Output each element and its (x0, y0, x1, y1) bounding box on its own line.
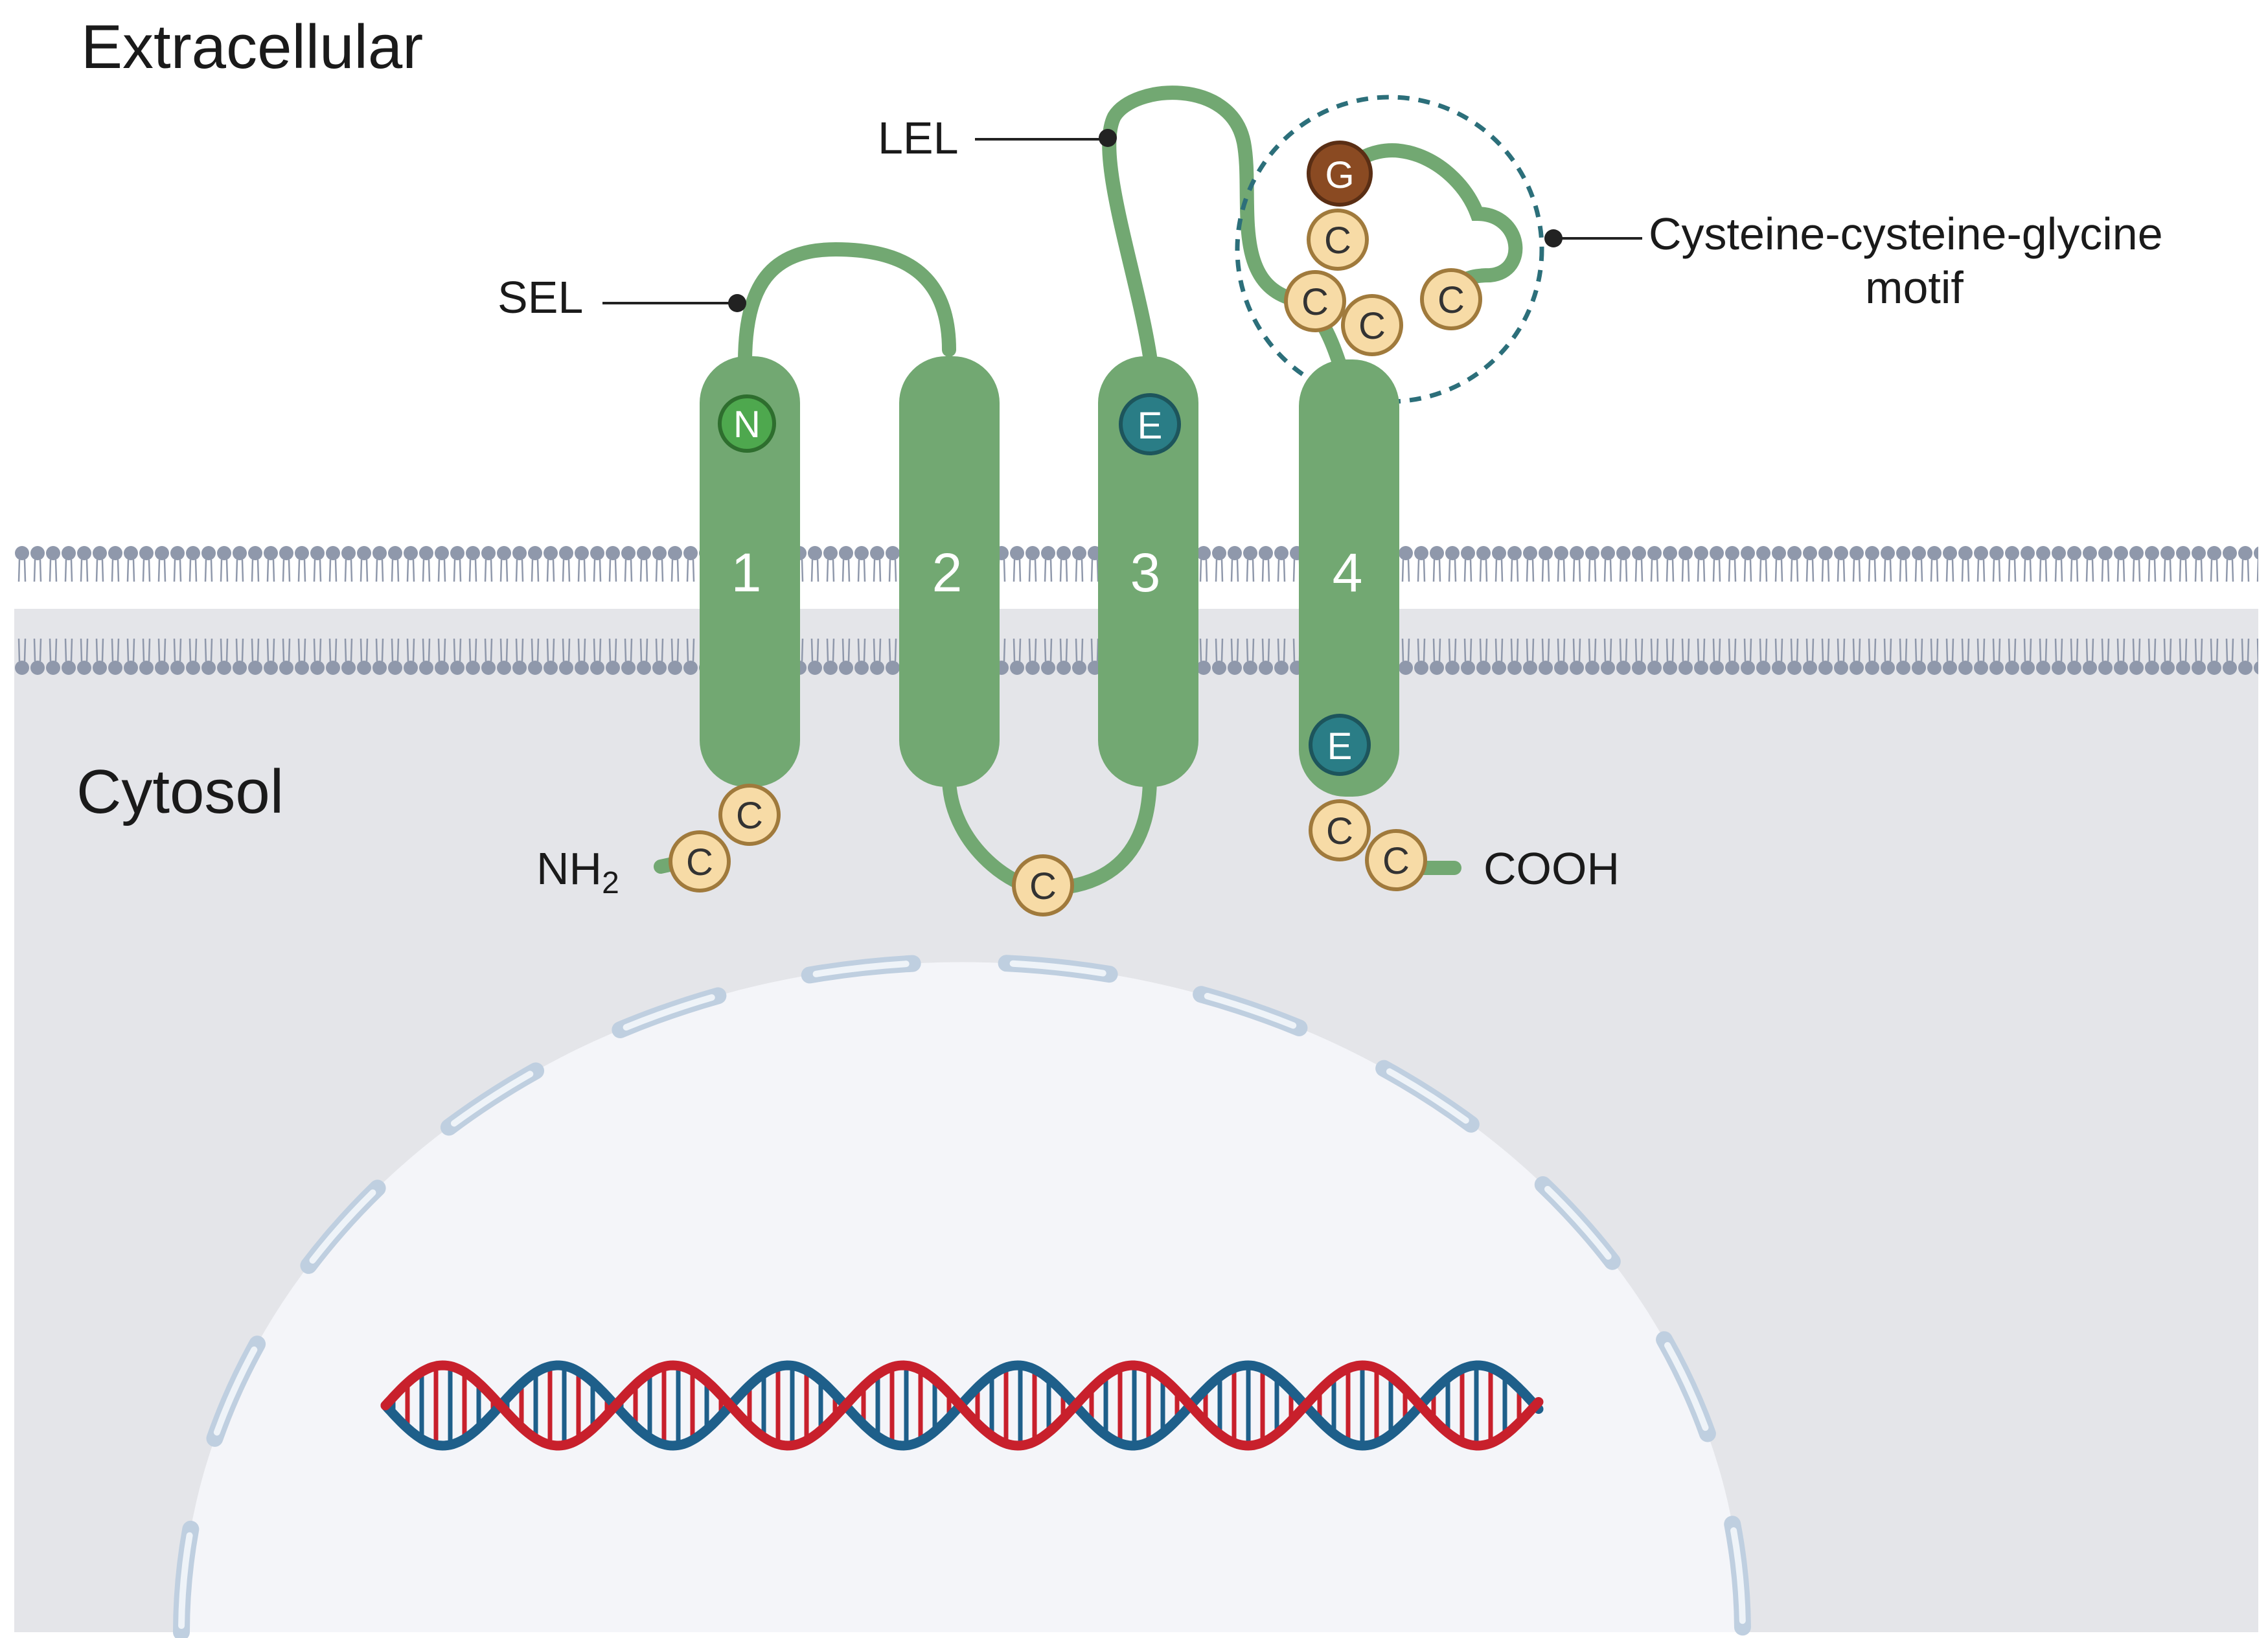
svg-text:C: C (1438, 279, 1465, 321)
svg-text:N: N (733, 404, 761, 446)
helix-number-1: 1 (731, 542, 762, 603)
motif-label-line2: motif (1865, 262, 1964, 313)
cysteine-residue: C (1012, 854, 1074, 916)
glutamate-residue-helix-3: E (1119, 393, 1181, 455)
helix-number-2: 2 (932, 542, 963, 603)
lel-label: LEL (878, 113, 959, 163)
svg-text:G: G (1325, 154, 1354, 196)
n-terminus-label: NH2 (536, 843, 619, 900)
helix-number-4: 4 (1333, 542, 1363, 603)
small-extracellular-loop (738, 242, 956, 370)
svg-text:C: C (1382, 840, 1410, 882)
cysteine-residue: C (669, 830, 731, 893)
svg-text:E: E (1327, 725, 1353, 768)
transmembrane-helix-1 (700, 356, 800, 787)
extracellular-label: Extracellular (81, 12, 423, 82)
svg-text:C: C (1029, 865, 1057, 907)
cytosol-label: Cytosol (76, 757, 284, 826)
dna-strand-red (380, 1360, 1544, 1451)
cysteine-residue: C (1341, 294, 1403, 356)
c-terminus-label: COOH (1483, 843, 1620, 894)
transmembrane-helix-2 (899, 356, 1000, 787)
svg-text:C: C (1324, 220, 1351, 262)
sel-anchor-dot (728, 294, 746, 312)
lel-anchor-dot (1099, 129, 1117, 147)
cysteine-residue: C (1284, 270, 1346, 332)
svg-text:C: C (1326, 810, 1353, 852)
svg-text:C: C (686, 841, 713, 883)
cysteine-residue: C (1365, 829, 1427, 891)
transmembrane-helix-3 (1098, 356, 1198, 787)
helix-number-3: 3 (1130, 542, 1161, 603)
cysteine-residue: C (1307, 209, 1369, 271)
cysteine-residue: C (1420, 268, 1482, 330)
nucleus (181, 962, 1743, 1632)
asparagine-residue: N (718, 394, 776, 453)
cysteine-residue: C (1309, 799, 1371, 861)
svg-text:C: C (1358, 305, 1386, 347)
sel-label: SEL (498, 272, 583, 323)
motif-label-line1: Cysteine-cysteine-glycine (1649, 209, 2163, 259)
svg-text:C: C (1301, 281, 1329, 323)
motif-anchor-dot (1544, 229, 1563, 247)
glycine-residue: G (1307, 141, 1373, 207)
glutamate-residue-helix-4: E (1309, 714, 1371, 776)
cysteine-cysteine-glycine-motif-circle (1235, 95, 1544, 404)
dna-double-helix (380, 1360, 1544, 1451)
svg-text:E: E (1138, 405, 1163, 447)
transmembrane-helix-4 (1299, 359, 1399, 797)
cysteine-residue: C (718, 784, 781, 846)
svg-text:C: C (736, 795, 763, 837)
